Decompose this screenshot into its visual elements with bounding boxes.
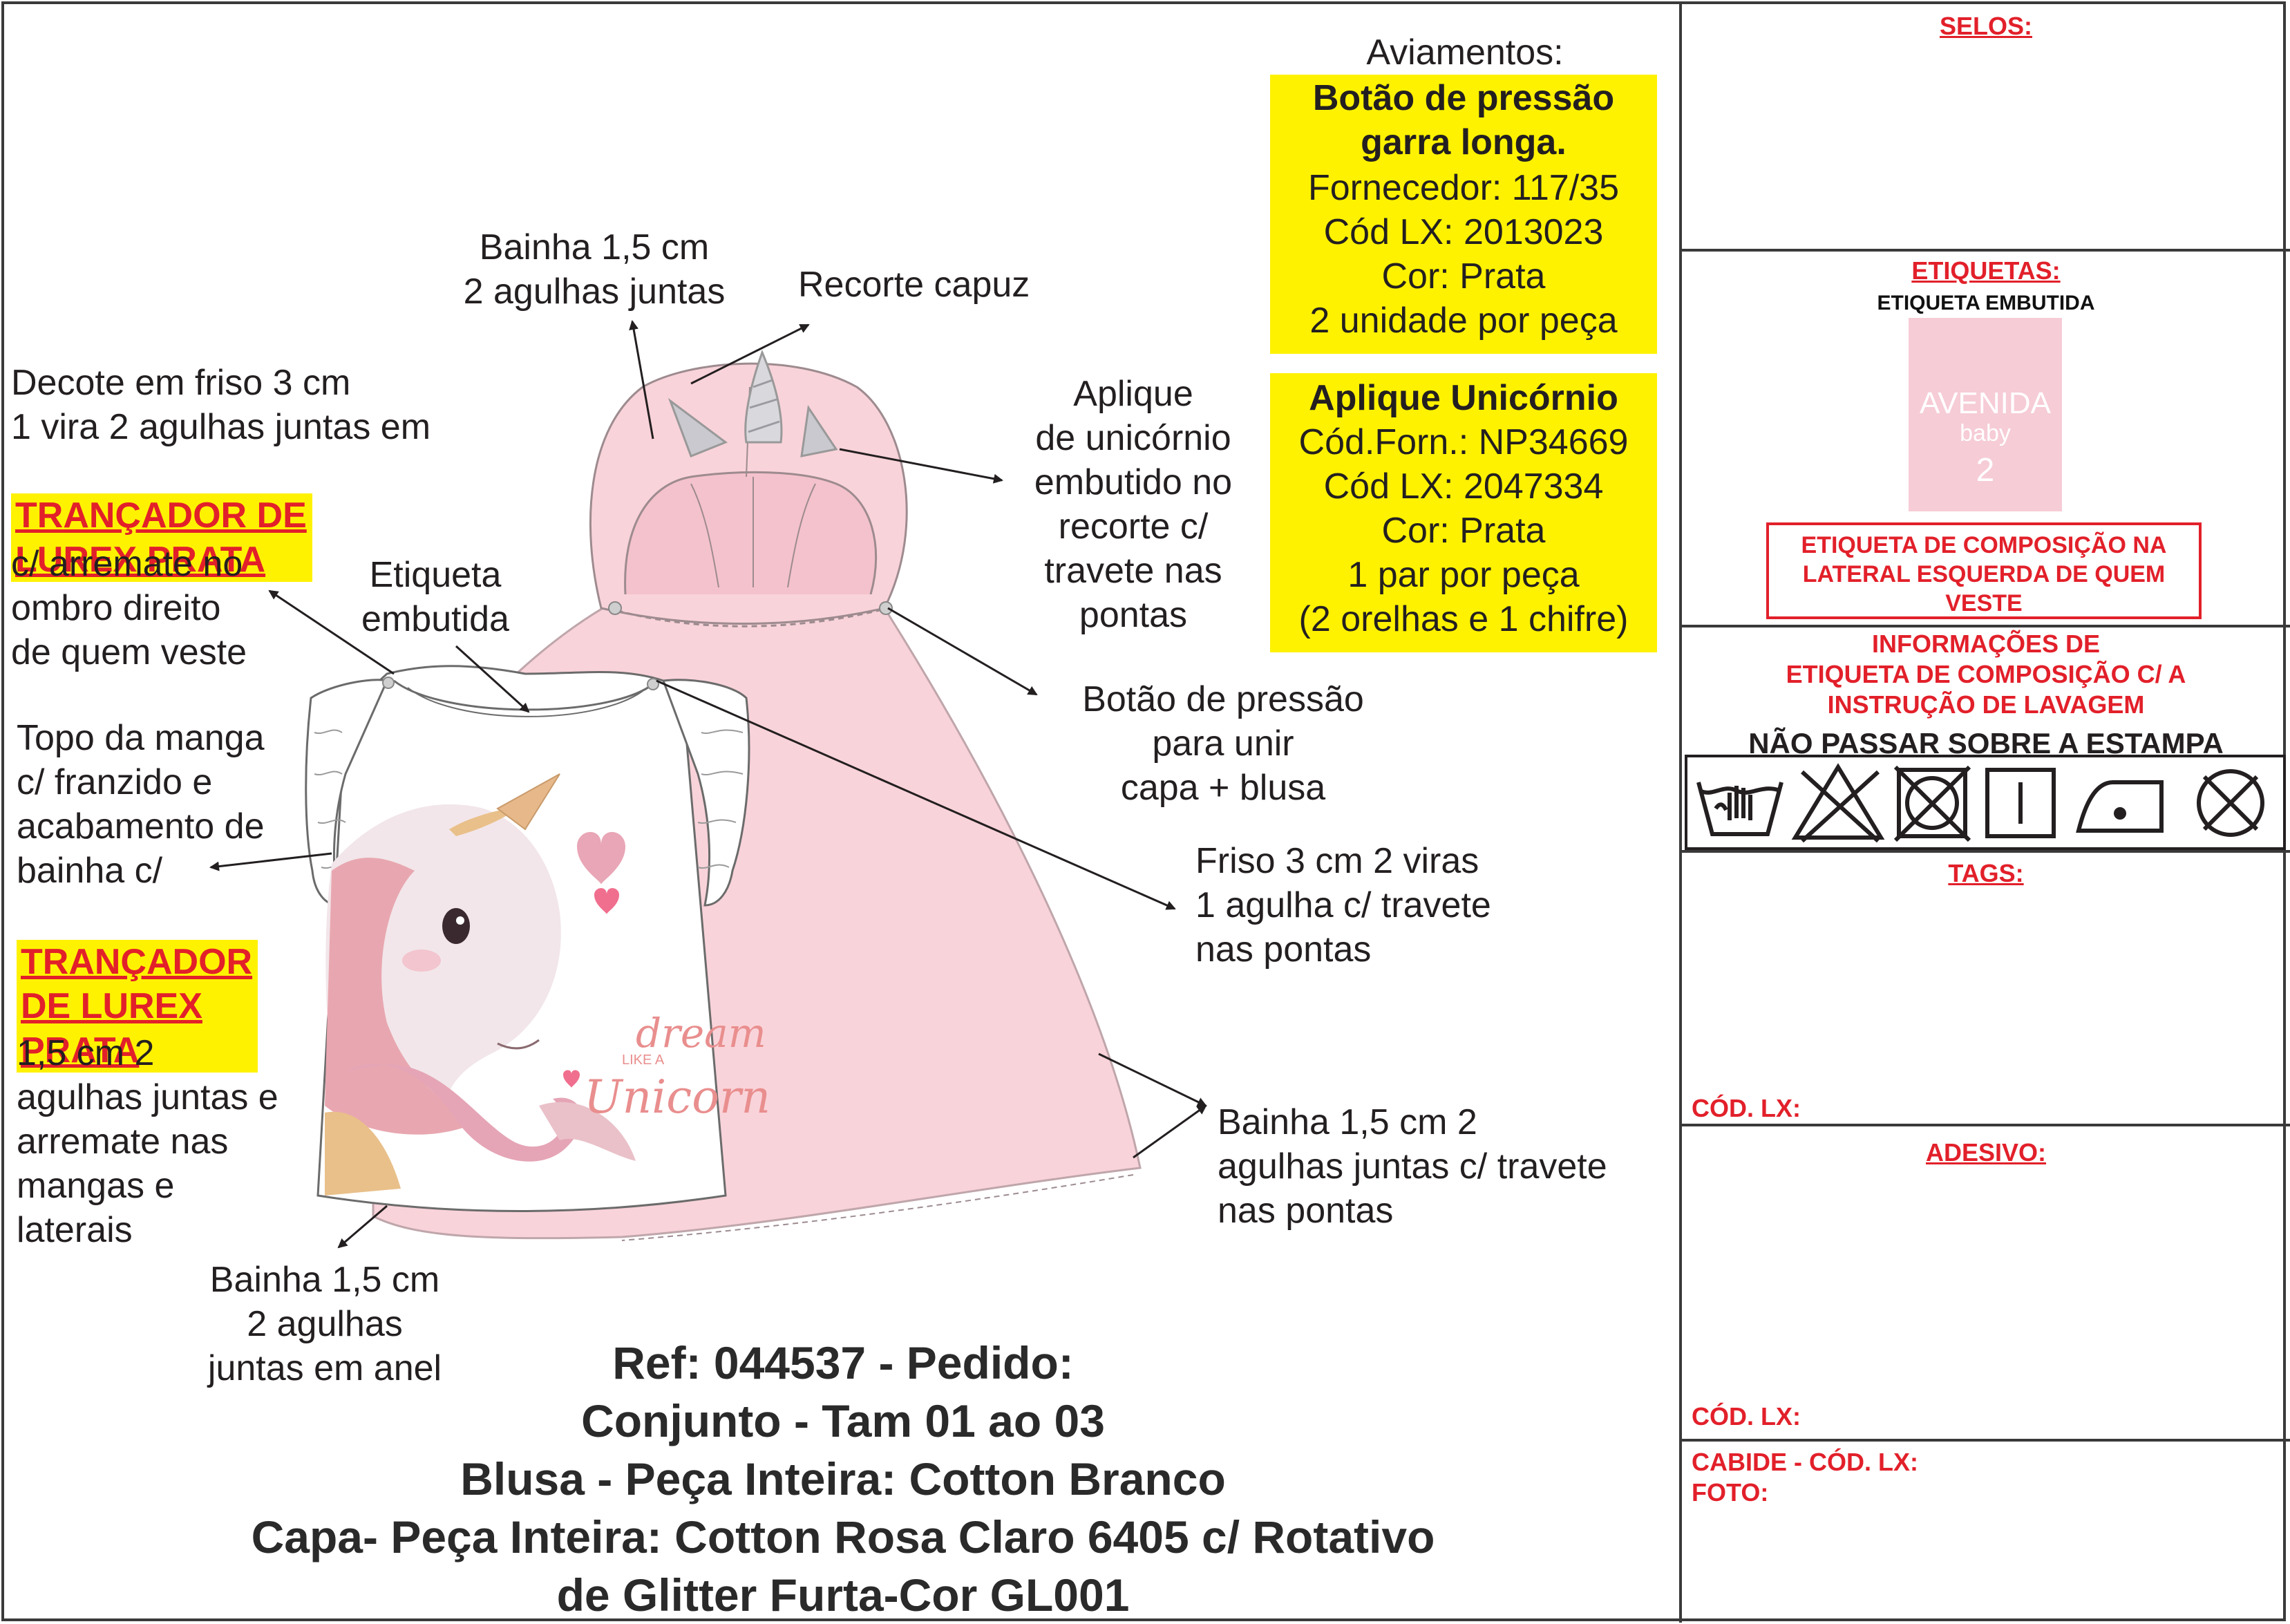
composicao-box (1766, 522, 2202, 619)
annotation-bainha-capuz: Bainha 1,5 cm 2 agulhas juntas (463, 227, 726, 312)
aplique-details: Cód.Forn.: NP34669 Cód LX: 2047334 Cor: … (1298, 422, 1629, 639)
composicao-text: ETIQUETA DE COMPOSIÇÃO NA LATERAL ESQUER… (1801, 532, 2167, 616)
aviamentos-box (1270, 75, 1657, 354)
annotation-bainha-manga: 1,5 cm 2 agulhas juntas e arremate nas m… (17, 1033, 278, 1250)
etiqueta-embutida-label: ETIQUETA EMBUTIDA (1877, 292, 2095, 314)
print-text-dream: dream (636, 1010, 766, 1057)
sidebar-separator-2 (1679, 625, 2290, 627)
print-text-like-a: LIKE A (622, 1052, 665, 1068)
right-ear (800, 404, 838, 457)
annotation-arrows (209, 320, 1207, 1249)
brand-label-size: 2 (1976, 452, 1995, 489)
informacoes-text: INFORMAÇÕES DE ETIQUETA DE COMPOSIÇÃO C/… (1786, 630, 2186, 719)
heart-large (577, 831, 625, 885)
annotation-trancador-2: TRANÇADOR DE LUREX PRATA (17, 896, 258, 1073)
adesivo-cod-lx: CÓD. LX: (1692, 1402, 1801, 1431)
do-not-dry-clean-icon (2197, 769, 2264, 837)
heart-small (594, 888, 619, 914)
reference-line-4: Capa- Peça Inteira: Cotton Rosa Claro 64… (251, 1511, 1435, 1562)
annotation-etiqueta-embutida: Etiqueta embutida (361, 555, 509, 639)
right-sleeve (661, 679, 750, 907)
sidebar-separator-3 (1679, 850, 2290, 853)
annotation-arremate-ombro: c/ arremate no ombro direito de quem ves… (11, 544, 247, 672)
unicorn-print (325, 773, 636, 1196)
trancador-highlight-1: TRANÇADOR DE LUREX PRATA (11, 493, 312, 582)
hand-wash-icon (1696, 782, 1783, 836)
do-not-bleach-icon (1791, 763, 1885, 843)
etiquetas-heading: ETIQUETAS: (1911, 256, 2061, 285)
annotation-recorte-capuz: Recorte capuz (798, 265, 1030, 305)
brand-label: AVENIDA baby 2 (1909, 318, 2062, 511)
print-text-unicorn: Unicorn (584, 1070, 770, 1124)
line-dry-icon (1985, 768, 2056, 838)
sidebar-separator-5 (1679, 1439, 2290, 1442)
tags-heading: TAGS: (1948, 859, 2024, 887)
sidebar-divider (1679, 1, 1682, 1623)
do-not-tumble-dry-icon (1893, 765, 1971, 842)
reference-line-3: Blusa - Peça Inteira: Cotton Branco (460, 1453, 1226, 1504)
reference-line-1: Ref: 044537 - Pedido: (612, 1337, 1074, 1388)
trancador-highlight-2: TRANÇADOR DE LUREX PRATA (17, 940, 258, 1073)
nao-passar-text: NÃO PASSAR SOBRE A ESTAMPA (1748, 727, 2224, 759)
aplique-box (1270, 373, 1657, 652)
reference-block: Ref: 044537 - Pedido: Conjunto - Tam 01 … (124, 1334, 1562, 1624)
foto-label: FOTO: (1692, 1478, 1769, 1507)
annotation-friso-capa: Friso 3 cm 2 viras 1 agulha c/ travete n… (1195, 841, 1491, 970)
annotation-topo-manga: Topo da manga c/ franzido e acabamento d… (17, 718, 265, 891)
aviamentos-title: Aviamentos: (1366, 32, 1564, 73)
tags-cod-lx: CÓD. LX: (1692, 1094, 1801, 1122)
reference-line-2: Conjunto - Tam 01 ao 03 (581, 1395, 1105, 1446)
cabide-cod-lx: CABIDE - CÓD. LX: (1692, 1448, 1918, 1476)
iron-low-icon (2076, 780, 2164, 833)
aplique-title: Aplique Unicórnio (1309, 378, 1618, 418)
care-symbols-row (1685, 755, 2286, 850)
annotation-trancador-1: TRANÇADOR DE LUREX PRATA (11, 449, 312, 582)
aviamentos-details: Fornecedor: 117/35 Cód LX: 2013023 Cor: … (1308, 168, 1619, 341)
brand-label-name: AVENIDA (1920, 386, 2051, 420)
annotation-decote: Decote em friso 3 cm 1 vira 2 agulhas ju… (11, 363, 431, 447)
aviamentos-item: Botão de pressão garra longa. (1312, 78, 1615, 162)
annotation-botao-pressao: Botão de pressão para unir capa + blusa (1082, 679, 1364, 808)
left-ear (668, 397, 728, 457)
sidebar-separator-4 (1679, 1124, 2290, 1126)
selos-heading: SELOS: (1939, 12, 2032, 40)
reference-line-5: de Glitter Furta-Cor GL001 (556, 1569, 1130, 1621)
annotation-bainha-capa: Bainha 1,5 cm 2 agulhas juntas c/ travet… (1218, 1102, 1607, 1231)
annotation-bainha-blusa: Bainha 1,5 cm 2 agulhas juntas em anel (207, 1260, 442, 1388)
brand-label-sub: baby (1960, 420, 2011, 446)
annotation-aplique-unicornio: Aplique de unicórnio embutido no recorte… (1034, 374, 1233, 635)
garment-illustration: dream LIKE A Unicorn (209, 320, 1207, 1249)
adesivo-heading: ADESIVO: (1925, 1138, 2047, 1167)
sidebar-separator-1 (1679, 249, 2290, 252)
